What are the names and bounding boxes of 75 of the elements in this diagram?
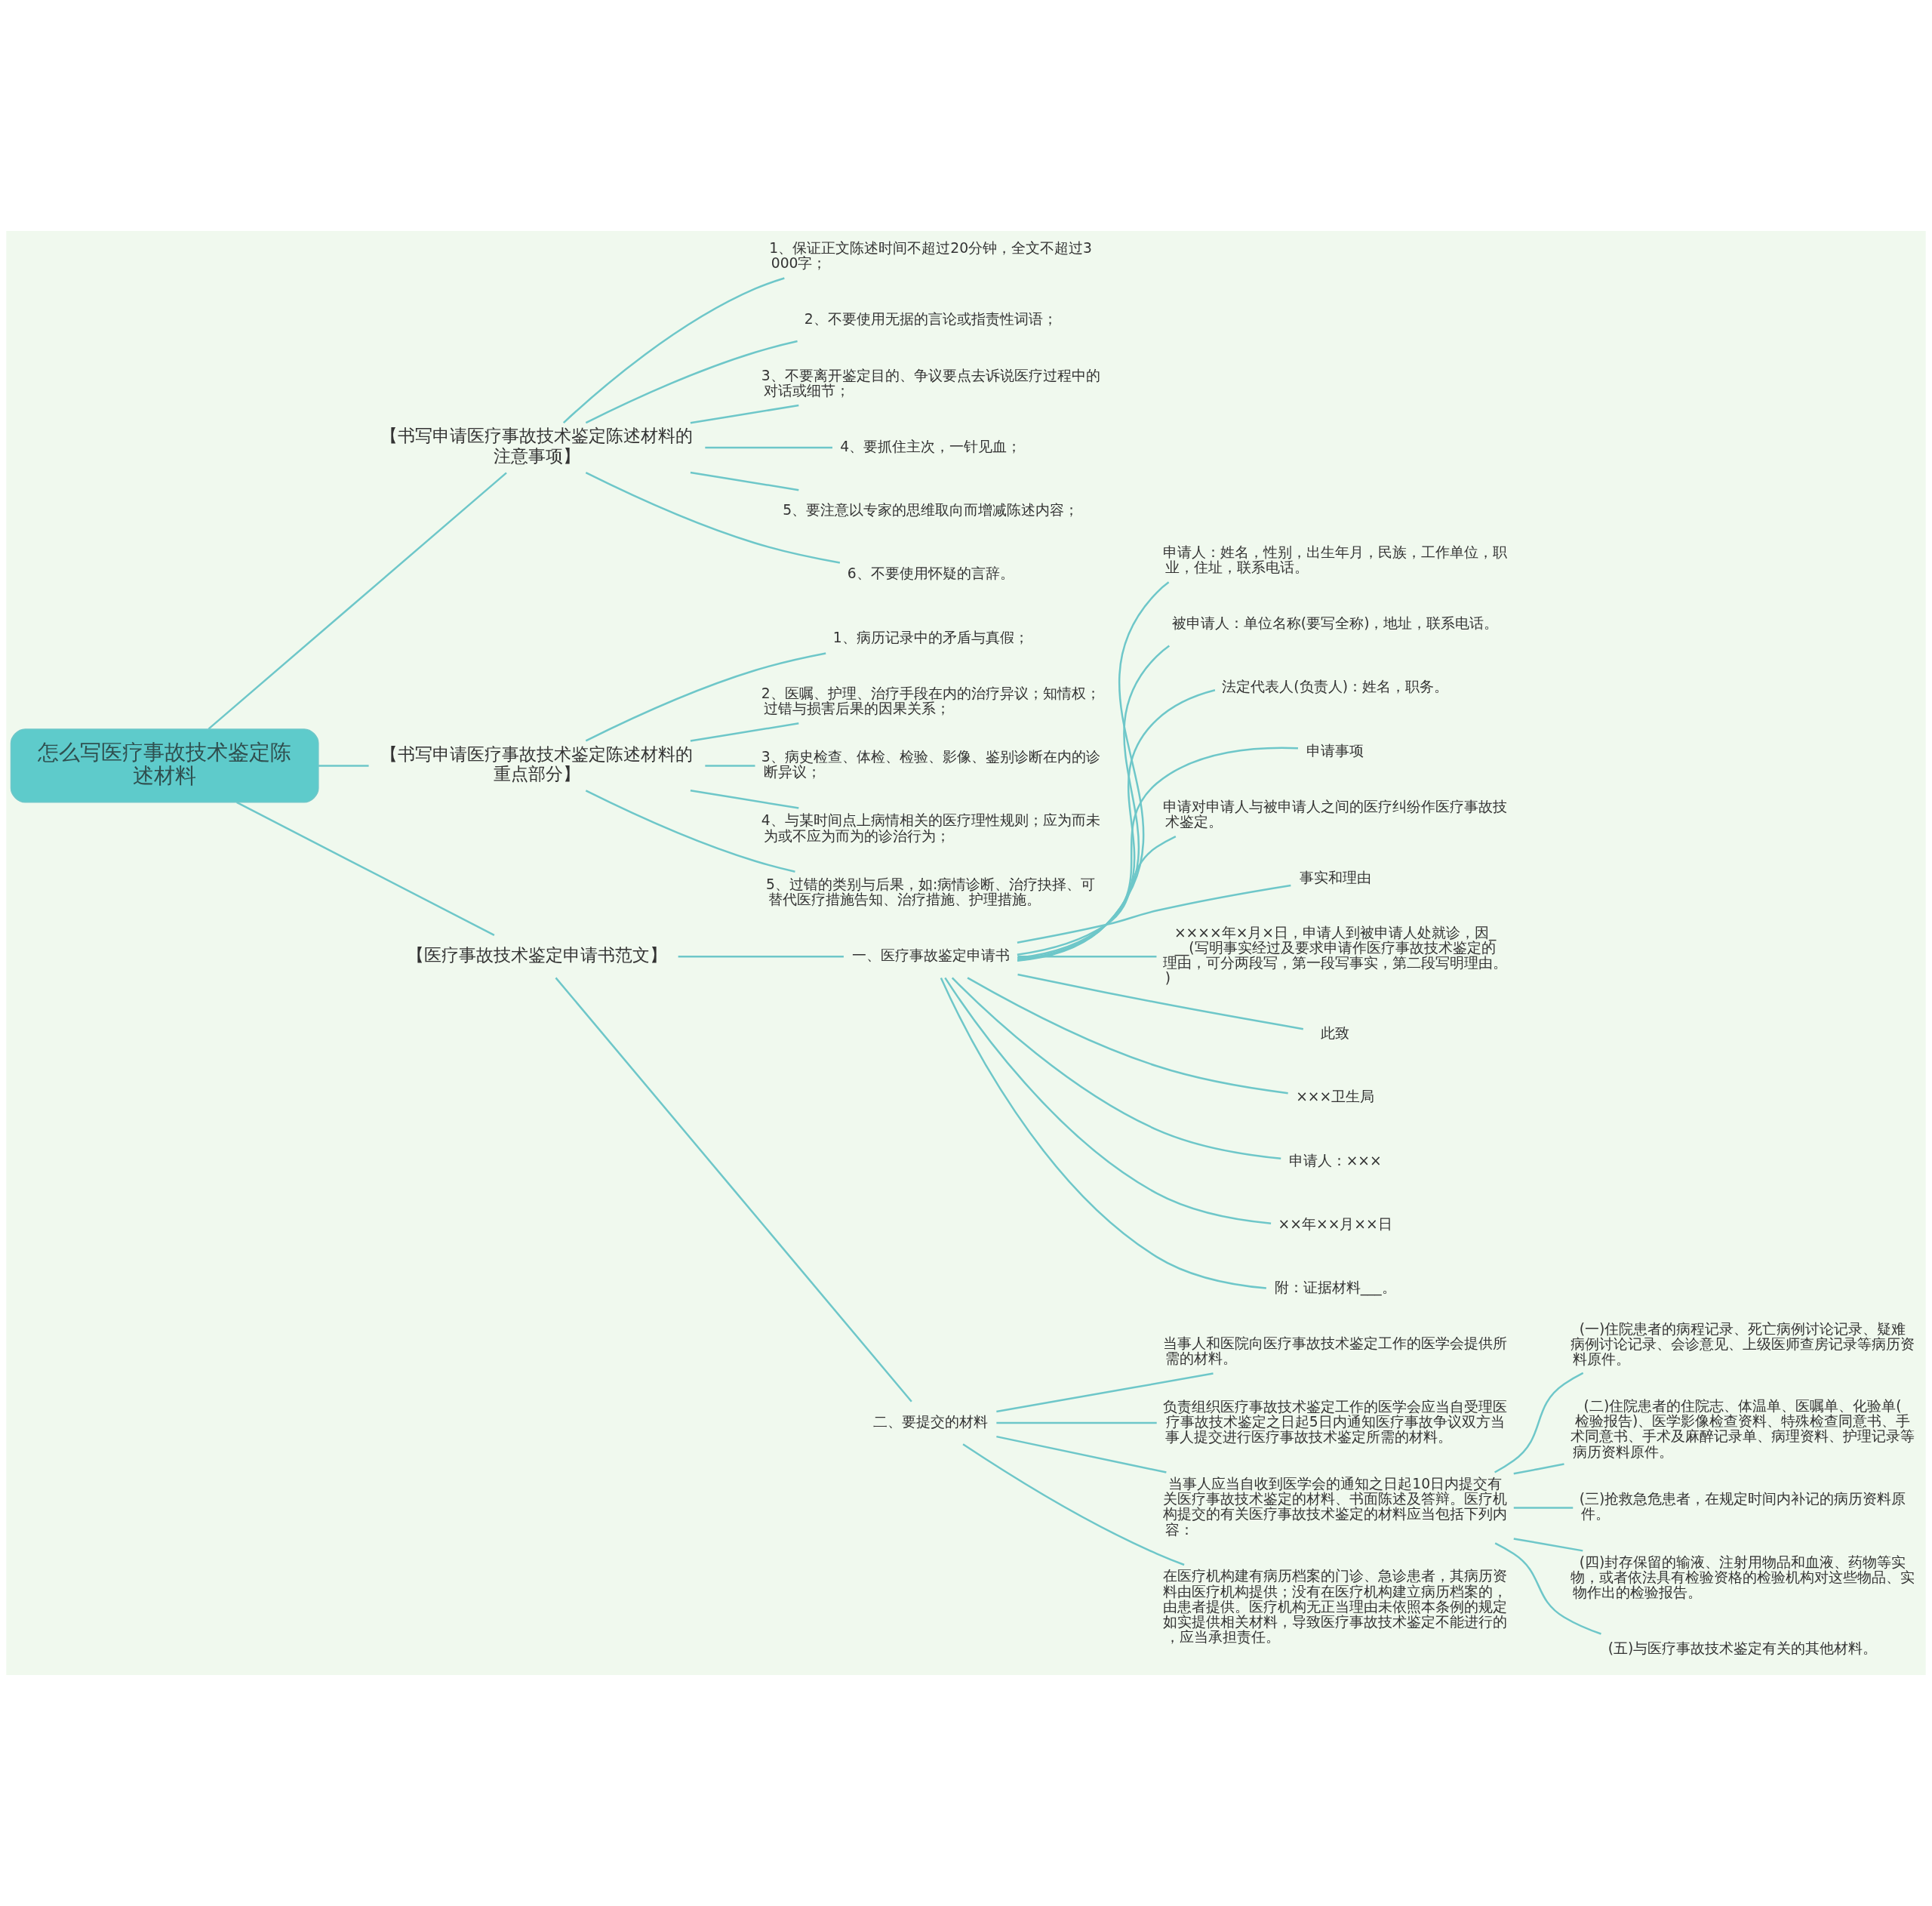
node-text: 1、保证正文陈述时间不超过20分钟，全文不超过3000字； [769, 240, 1093, 272]
connector [1017, 973, 1304, 1030]
node-text: 一、医疗事故鉴定申请书 [851, 947, 1010, 964]
node-text: 5、要注意以专家的思维取向而增减陈述内容； [783, 502, 1079, 519]
connector [585, 652, 826, 742]
node-text: 2、医嘱、护理、治疗手段在内的治疗异议；知情权；过错与损害后果的因果关系； [761, 685, 1100, 717]
node-text: (二)住院患者的住院志、体温单、医嘱单、化验单(检验报告)、医学影像检查资料、特殊检查同意书、手术同意书、手术及麻醉记录单、病理资料、护理记录等病历资料原件。 [1571, 1397, 1915, 1460]
connector [705, 446, 832, 449]
node-text: 【书写申请医疗事故技术鉴定陈述材料的重点部分】 [380, 743, 694, 785]
node-text: 申请人：姓名，性别，出生年月，民族，工作单位，职业，住址，联系电话。 [1163, 543, 1508, 575]
node-text: 【医疗事故技术鉴定申请书范文】 [406, 944, 667, 965]
node-text: 申请人：××× [1288, 1152, 1382, 1169]
node-text: 申请事项 [1306, 742, 1364, 759]
connector [996, 1372, 1214, 1413]
node-text: 被申请人：单位名称(要写全称)，地址，联系电话。 [1171, 615, 1499, 631]
node-text: 3、病史检查、体检、检验、影像、鉴别诊断在内的诊断异议； [761, 749, 1100, 781]
node-box: 怎么写医疗事故技术鉴定陈述材料 [10, 728, 319, 803]
node-text: (四)封存保留的输液、注射用物品和血液、药物等实物，或者依法具有检验资格的检验机构对这些物品、实物作出的检验报告。 [1571, 1553, 1915, 1601]
node-text: 事实和理由 [1299, 870, 1371, 886]
connector [1513, 1463, 1564, 1475]
connector [1017, 581, 1170, 962]
node-text: ×××卫生局 [1296, 1088, 1375, 1105]
node-text: 2、不要使用无据的言论或指责性词语； [804, 311, 1057, 328]
connector [1017, 884, 1291, 944]
connector [585, 790, 795, 873]
node-text: 当事人应当自收到医学会的通知之日起10日内提交有关医疗事故技术鉴定的材料、书面陈述及答辩。医疗机构提交的有关医疗事故技术鉴定的材料应当包括下列内容： [1163, 1475, 1508, 1538]
node-text: 1、病历记录中的矛盾与真假； [832, 629, 1029, 645]
node-text: 5、过错的类别与后果，如:病情诊断、治疗抉择、可替代医疗措施告知、治疗措施、护理措施。 [766, 876, 1096, 907]
connector [690, 471, 799, 491]
connector [996, 1435, 1167, 1473]
node-text: ××年××月××日 [1278, 1215, 1392, 1232]
node-text: 6、不要使用怀疑的言辞。 [847, 565, 1014, 582]
connector [1513, 1507, 1574, 1509]
node-text: 【书写申请医疗事故技术鉴定陈述材料的注意事项】 [380, 425, 694, 466]
connector [318, 765, 369, 767]
connector [940, 978, 1266, 1289]
node-text: 法定代表人(负责人)：姓名，职务。 [1222, 679, 1448, 695]
node-text: 负责组织医疗事故技术鉴定工作的医学会应当自受理医疗事故技术鉴定之日起5日内通知医疗事故争议双方当事人提交进行医疗事故技术鉴定所需的材料。 [1163, 1398, 1508, 1446]
node-text: 此致 [1321, 1025, 1350, 1041]
node-text: ××××年×月×日，申请人到被申请人处就诊，因___(写明事实经过及要求申请作医疗事故技术鉴定的理由，可分两段写，第一段写事实，第二段写明理由。) [1163, 924, 1508, 987]
connector [690, 722, 799, 742]
connector [562, 277, 785, 423]
node-text: 申请对申请人与被申请人之间的医疗纠纷作医疗事故技术鉴定。 [1163, 798, 1508, 830]
node-text: 在医疗机构建有病历档案的门诊、急诊患者，其病历资料由医疗机构提供；没有在医疗机构建立病历档案的，由患者提供。医疗机构无正当理由未依照本条例的规定如实提供相关材料，导致医疗事故技术鉴定不能进行的，应当承担责任。 [1163, 1568, 1508, 1646]
node-text: (三)抢救急危患者，在规定时间内补记的病历资料原件。 [1579, 1491, 1906, 1523]
node-text: (五)与医疗事故技术鉴定有关的其他材料。 [1607, 1640, 1878, 1656]
connector [585, 340, 798, 424]
connector [944, 977, 1272, 1224]
connector [208, 472, 507, 730]
connector [1494, 1372, 1584, 1473]
connector [1017, 835, 1177, 956]
node-text: 4、要抓住主次，一针见血； [840, 438, 1022, 454]
connector [705, 765, 755, 767]
node-text: 二、要提交的材料 [873, 1413, 989, 1430]
connector [1017, 955, 1157, 958]
connector [967, 977, 1288, 1095]
connector [1017, 689, 1216, 961]
connector [1017, 645, 1171, 962]
connector [1494, 1542, 1601, 1635]
connector [1513, 1538, 1583, 1552]
connector [996, 1421, 1157, 1424]
node-text: 附：证据材料___。 [1274, 1279, 1396, 1296]
node-text: 3、不要离开鉴定目的、争议要点去诉说医疗过程中的对话或细节； [761, 367, 1100, 399]
connector [236, 801, 495, 936]
connector [690, 404, 799, 424]
node-text: (一)住院患者的病程记录、死亡病例讨论记录、疑难病例讨论记录、会诊意见、上级医师查房记录等病历资料原件。 [1571, 1320, 1915, 1368]
connector [555, 977, 912, 1403]
connector [962, 1443, 1185, 1566]
node-text: 4、与某时间点上病情相关的医疗理性规则；应为而未为或不应为而为的诊治行为； [761, 812, 1100, 844]
connector [678, 955, 844, 958]
connector [585, 472, 841, 564]
connector [951, 977, 1281, 1160]
connector [1017, 747, 1298, 959]
node-text: 当事人和医院向医疗事故技术鉴定工作的医学会提供所需的材料。 [1163, 1335, 1508, 1367]
connector [690, 790, 799, 809]
